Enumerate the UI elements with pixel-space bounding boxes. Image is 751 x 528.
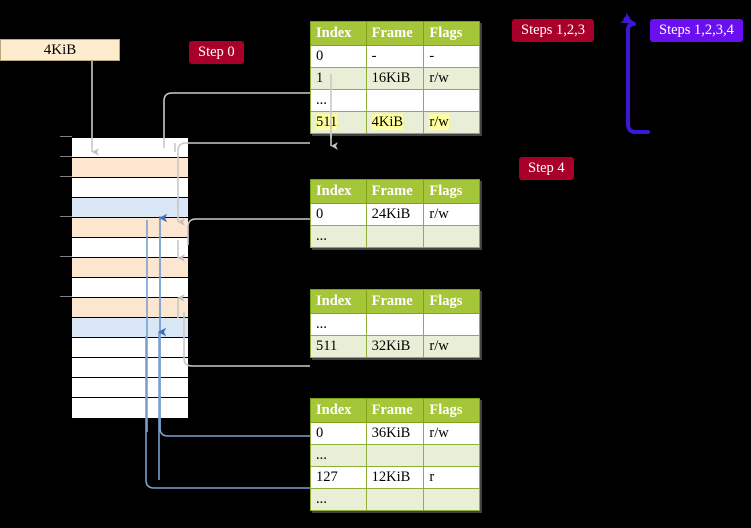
cell-frame: 4KiB — [365, 111, 425, 134]
memory-band-label: 4KiB — [43, 41, 77, 58]
column-header-frame: Frame — [365, 289, 425, 314]
highlighted-value: r/w — [429, 114, 449, 130]
column-header-index: Index — [310, 21, 367, 46]
memory-tick-3 — [60, 216, 72, 217]
memory-frame-row — [72, 338, 188, 358]
step-4-label: Step 4 — [519, 157, 574, 181]
cell-index: 511 — [310, 335, 367, 358]
memory-frame-row — [72, 238, 188, 258]
cell-flags: r/w — [423, 111, 480, 134]
memory-frame-row — [72, 258, 188, 278]
highlighted-value: 4KiB — [371, 114, 404, 130]
column-header-frame: Frame — [365, 179, 425, 204]
cell-flags: - — [423, 45, 480, 68]
cell-index: 0 — [310, 45, 367, 68]
highlighted-value: 511 — [316, 114, 338, 130]
table-row: ... — [310, 488, 480, 511]
memory-tick-5 — [60, 296, 72, 297]
cell-frame: 32KiB — [365, 335, 425, 358]
memory-frame-row — [72, 358, 188, 378]
table-row: ... — [310, 225, 480, 248]
cell-index: 0 — [310, 203, 367, 226]
steps-1234-label: Steps 1,2,3,4 — [650, 19, 743, 43]
cell-frame: 12KiB — [365, 466, 425, 489]
cell-frame — [365, 89, 425, 112]
cell-index: 1 — [310, 67, 367, 90]
column-header-flags: Flags — [423, 21, 480, 46]
cell-index: 0 — [310, 422, 367, 445]
memory-frame-row — [72, 378, 188, 398]
memory-frame-row — [72, 278, 188, 298]
cell-flags — [423, 313, 480, 336]
cell-flags: r/w — [423, 335, 480, 358]
memory-frame-row — [72, 398, 188, 418]
cell-flags: r/w — [423, 203, 480, 226]
cell-frame — [365, 444, 425, 467]
column-header-index: Index — [310, 289, 367, 314]
cell-flags — [423, 225, 480, 248]
cell-frame — [365, 313, 425, 336]
memory-frame-row — [72, 198, 188, 218]
cell-flags: r/w — [423, 422, 480, 445]
cell-index: ... — [310, 89, 367, 112]
cell-frame: 16KiB — [365, 67, 425, 90]
memory-frame-row — [72, 138, 188, 158]
memory-tick-4 — [60, 256, 72, 257]
cell-index: 127 — [310, 466, 367, 489]
column-header-index: Index — [310, 179, 367, 204]
cell-flags: r/w — [423, 67, 480, 90]
column-header-flags: Flags — [423, 398, 480, 423]
cell-flags — [423, 89, 480, 112]
memory-band-4kib: 4KiB — [0, 39, 120, 61]
memory-frame-row — [72, 158, 188, 178]
table-row: ... — [310, 313, 480, 336]
steps-123-label: Steps 1,2,3 — [512, 19, 595, 43]
column-header-flags: Flags — [423, 179, 480, 204]
column-header-flags: Flags — [423, 289, 480, 314]
cell-index: ... — [310, 488, 367, 511]
table-row: 511 4KiB r/w — [310, 111, 480, 134]
memory-tick-1 — [60, 156, 72, 157]
memory-frame-row — [72, 178, 188, 198]
cell-index: 511 — [310, 111, 367, 134]
cell-frame — [365, 488, 425, 511]
cell-flags — [423, 444, 480, 467]
cell-frame: 24KiB — [365, 203, 425, 226]
cell-frame — [365, 225, 425, 248]
cell-frame: 36KiB — [365, 422, 425, 445]
cell-index: ... — [310, 444, 367, 467]
memory-frame-row — [72, 298, 188, 318]
table-row: 0-- — [310, 45, 480, 68]
memory-tick-2 — [60, 176, 72, 177]
memory-frame-row — [72, 218, 188, 238]
cell-flags: r — [423, 466, 480, 489]
column-header-frame: Frame — [365, 398, 425, 423]
column-header-frame: Frame — [365, 21, 425, 46]
table-row: ... — [310, 444, 480, 467]
step-0-label: Step 0 — [189, 41, 244, 65]
cell-index: ... — [310, 225, 367, 248]
table-row: ... — [310, 89, 480, 112]
cell-frame: - — [365, 45, 425, 68]
memory-tick-0 — [60, 136, 72, 137]
memory-frame-row — [72, 318, 188, 338]
cell-index: ... — [310, 313, 367, 336]
column-header-index: Index — [310, 398, 367, 423]
cell-flags — [423, 488, 480, 511]
physical-memory-grid — [70, 136, 190, 418]
